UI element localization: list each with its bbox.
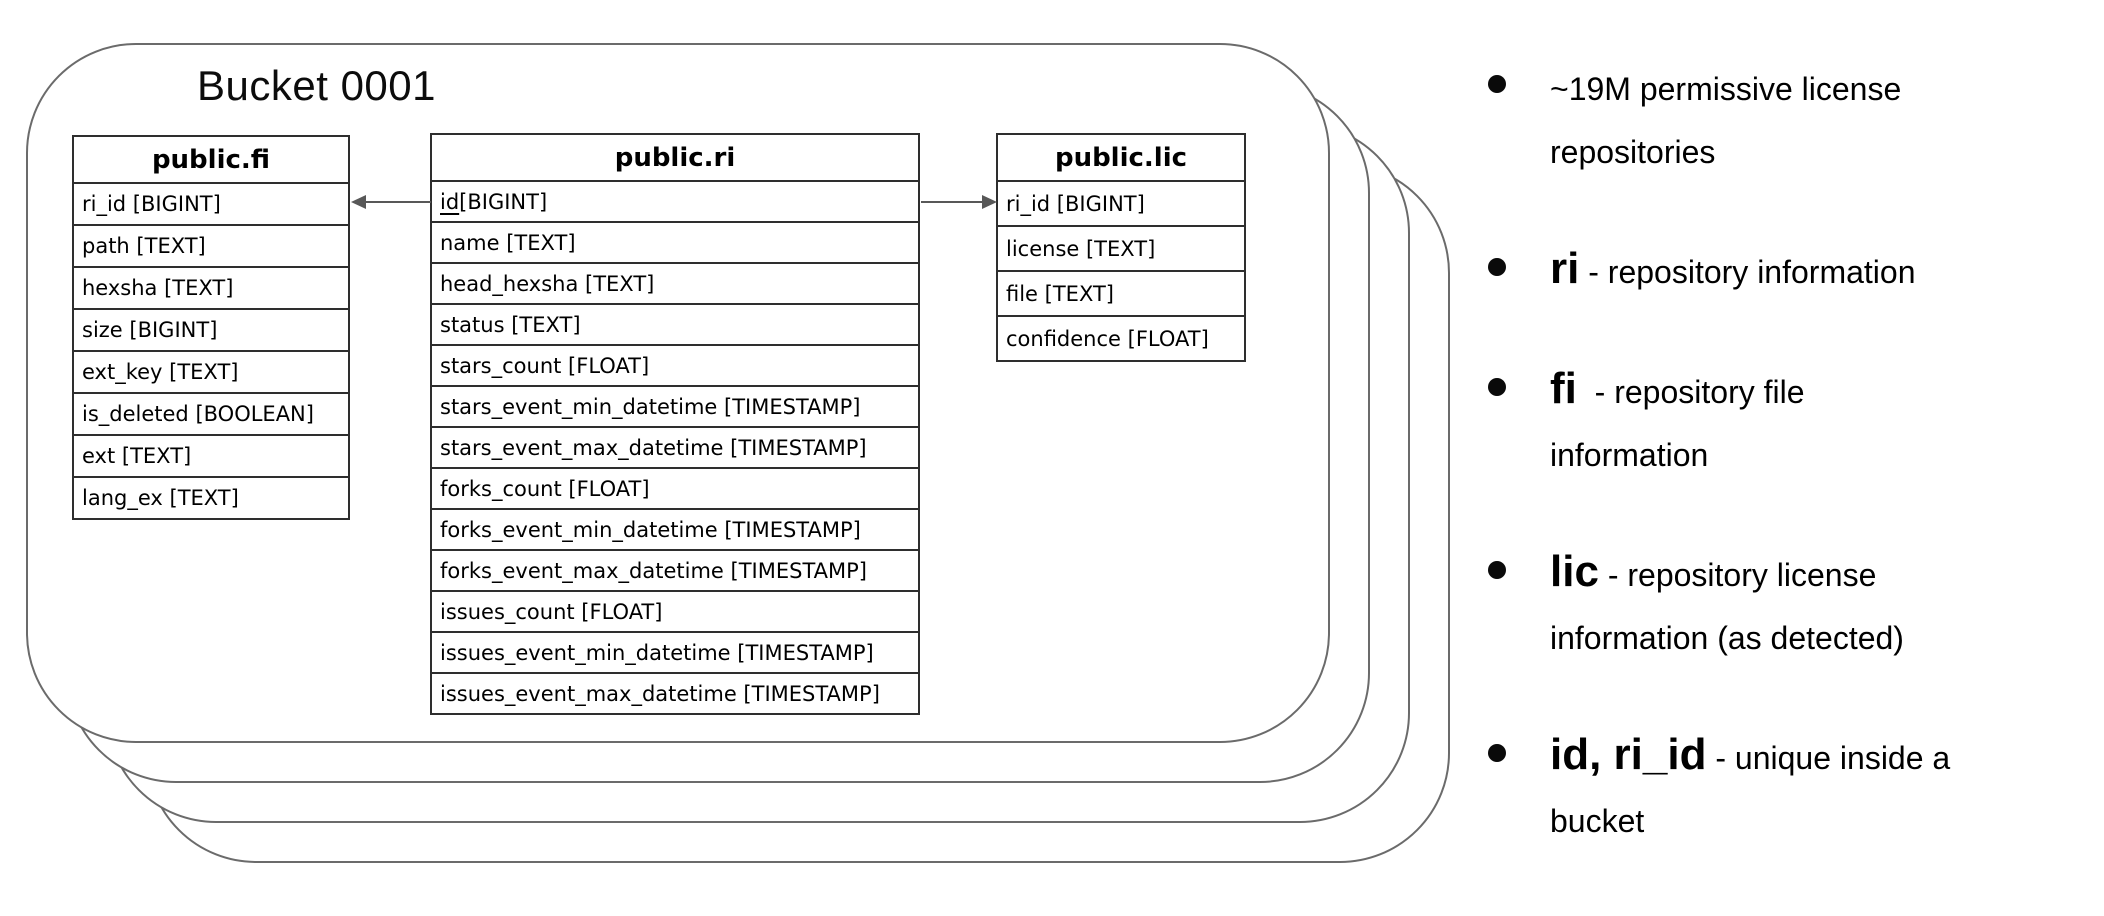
bullet-term: fi [1550,364,1577,413]
primary-key-field: id [440,189,460,214]
table-row: status [TEXT] [432,303,918,344]
bullet-text: ~19M permissive license repositories [1550,71,1902,170]
table-row: forks_event_max_datetime [TIMESTAMP] [432,549,918,590]
bullet-text: - unique inside a bucket [1550,740,1951,839]
table-ri-header: public.ri [614,142,736,173]
bullet-term: lic [1550,547,1599,596]
table-row: file [TEXT] [998,270,1244,315]
table-row: ext_key [TEXT] [74,350,348,392]
list-item: id, ri_id - unique inside a bucket [1488,727,2068,856]
bullet-text: - repository information [1579,254,1916,290]
bullet-text: - repository file information [1550,374,1805,473]
table-row: forks_event_min_datetime [TIMESTAMP] [432,508,918,549]
list-item: ri - repository information [1488,241,2068,307]
list-item: fi - repository file information [1488,361,2068,490]
table-row: path [TEXT] [74,224,348,266]
table-public-fi: public.fi ri_id [BIGINT] path [TEXT] hex… [72,135,350,520]
table-row: issues_count [FLOAT] [432,590,918,631]
bullet-icon [1488,744,1506,762]
bullet-icon [1488,258,1506,276]
table-row: issues_event_min_datetime [TIMESTAMP] [432,631,918,672]
bullet-icon [1488,378,1506,396]
table-row: hexsha [TEXT] [74,266,348,308]
table-row: ext [TEXT] [74,434,348,476]
table-row: lang_ex [TEXT] [74,476,348,518]
table-row: license [TEXT] [998,225,1244,270]
field-type: [BIGINT] [459,189,548,214]
table-fi-header: public.fi [151,144,271,175]
table-row-primary-key: id [BIGINT] [432,180,918,221]
relation-arrow-ri-to-fi [365,201,431,203]
bullet-icon [1488,561,1506,579]
bullet-term: ri [1550,244,1580,293]
bucket-title: Bucket 0001 [197,62,437,109]
table-public-ri: public.ri id [BIGINT] name [TEXT] head_h… [430,133,920,715]
list-item: lic - repository license information (as… [1488,544,2068,673]
table-row: confidence [FLOAT] [998,315,1244,360]
table-row: forks_count [FLOAT] [432,467,918,508]
table-row: stars_event_max_datetime [TIMESTAMP] [432,426,918,467]
table-row: is_deleted [BOOLEAN] [74,392,348,434]
table-public-lic: public.lic ri_id [BIGINT] license [TEXT]… [996,133,1246,362]
table-row: stars_count [FLOAT] [432,344,918,385]
table-row: ri_id [BIGINT] [74,182,348,224]
bullet-term: id, ri_id [1550,730,1707,779]
table-row: head_hexsha [TEXT] [432,262,918,303]
table-lic-header: public.lic [1054,142,1188,173]
table-row: name [TEXT] [432,221,918,262]
bullet-text: - repository license information (as det… [1550,557,1904,656]
arrowhead-right-icon [982,195,997,209]
table-row: issues_event_max_datetime [TIMESTAMP] [432,672,918,713]
relation-arrow-ri-to-lic [921,201,983,203]
table-row: size [BIGINT] [74,308,348,350]
table-row: stars_event_min_datetime [TIMESTAMP] [432,385,918,426]
arrowhead-left-icon [351,195,366,209]
bullet-icon [1488,75,1506,93]
notes-list: ~19M permissive license repositories ri … [1488,58,2068,910]
table-row: ri_id [BIGINT] [998,180,1244,225]
list-item: ~19M permissive license repositories [1488,58,2068,187]
